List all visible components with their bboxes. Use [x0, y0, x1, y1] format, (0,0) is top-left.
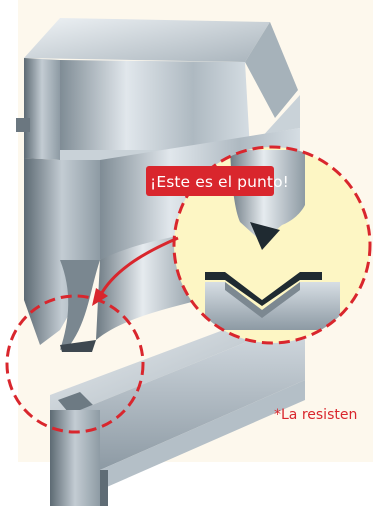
callout-label-box — [146, 166, 274, 196]
footnote-text: *La resisten — [274, 407, 358, 423]
source-dashed-circle — [5, 294, 145, 434]
pointer-arrow — [92, 236, 179, 306]
callout-label: ¡Este es el punto! — [150, 173, 289, 191]
